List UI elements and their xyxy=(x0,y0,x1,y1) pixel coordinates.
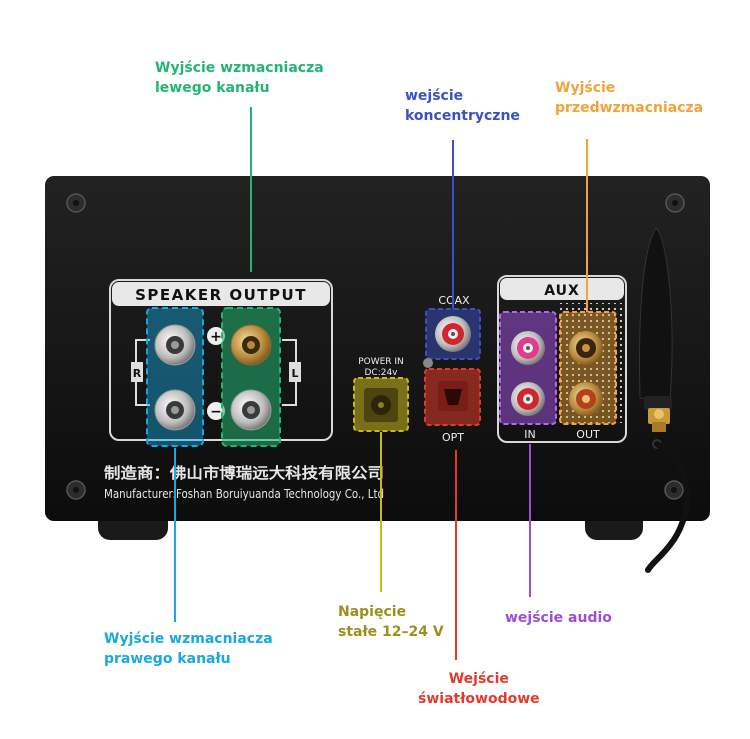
screw xyxy=(66,193,86,213)
plus-sign: + xyxy=(207,327,225,345)
left-channel-positive-terminal[interactable] xyxy=(230,324,272,366)
audio-input-left-jack[interactable] xyxy=(511,331,545,365)
right-channel-callout: Wyjście wzmacniacza prawego kanału xyxy=(104,629,273,669)
optical-input-port[interactable] xyxy=(438,381,468,411)
opt-label: OPT xyxy=(442,431,464,444)
screw xyxy=(66,480,86,500)
right-channel-callout-line1: Wyjście wzmacniacza xyxy=(104,631,273,647)
screw xyxy=(665,193,685,213)
preamp-output-callout-line2: przedwzmacniacza xyxy=(555,100,704,116)
preamp-output-callout-line1: Wyjście xyxy=(555,80,616,96)
coax-input-callout-line1: wejście xyxy=(405,88,464,104)
optical-input-callout-line1: Wejście xyxy=(448,671,509,687)
svg-text:R: R xyxy=(133,367,142,380)
dc-voltage-callout: Napięcie stałe 12–24 V xyxy=(338,602,444,642)
coax-label: COAX xyxy=(438,294,470,307)
speaker-output-panel xyxy=(109,279,333,441)
dc-voltage-callout-line2: stałe 12–24 V xyxy=(338,624,444,640)
screw xyxy=(664,480,684,500)
coax-input-callout-line2: koncentryczne xyxy=(405,108,520,124)
right-channel-positive-terminal[interactable] xyxy=(154,324,196,366)
left-channel-marker: L xyxy=(282,339,301,406)
power-in-label: POWER IN xyxy=(358,357,404,367)
aux-in-label: IN xyxy=(524,428,535,441)
coax-input-jack[interactable] xyxy=(435,316,471,352)
dc-voltage-callout-line1: Napięcie xyxy=(338,604,407,620)
aux-title: AUX xyxy=(544,283,580,299)
minus-sign: − xyxy=(207,402,225,420)
coax-input-callout: wejście koncentryczne xyxy=(405,86,520,126)
right-channel-negative-terminal[interactable] xyxy=(154,389,196,431)
manufacturer-chinese: 制造商：佛山市博瑞远大科技有限公司 xyxy=(104,464,384,482)
power-voltage-label: DC:24v xyxy=(364,368,398,378)
audio-input-callout: wejście audio xyxy=(505,608,612,628)
amplifier-chassis xyxy=(45,176,710,521)
bluetooth-antenna xyxy=(639,227,673,432)
svg-text:−: − xyxy=(210,404,222,420)
audio-input-callout-line1: wejście audio xyxy=(505,610,612,626)
left-channel-callout-line1: Wyjście wzmacniacza xyxy=(155,60,324,76)
aux-panel xyxy=(497,275,627,443)
preamp-output-callout: Wyjście przedwzmacniacza xyxy=(555,78,703,118)
optical-input-callout-line2: światłowodowe xyxy=(418,691,540,707)
right-channel-marker: R xyxy=(131,339,150,406)
svg-text:+: + xyxy=(210,329,222,345)
optical-input-callout: Wejście światłowodowe xyxy=(418,669,540,709)
aux-out-label: OUT xyxy=(576,428,600,441)
left-channel-callout: Wyjście wzmacniacza lewego kanału xyxy=(155,58,324,98)
dc-power-jack[interactable] xyxy=(364,388,398,422)
antenna-cable xyxy=(645,439,691,573)
preamp-output-left-jack[interactable] xyxy=(569,331,603,365)
left-channel-negative-terminal[interactable] xyxy=(230,389,272,431)
speaker-output-title: SPEAKER OUTPUT xyxy=(135,286,307,304)
svg-text:L: L xyxy=(291,367,298,380)
right-channel-callout-line2: prawego kanału xyxy=(104,651,231,667)
left-channel-callout-line2: lewego kanału xyxy=(155,80,270,96)
small-screw xyxy=(423,358,433,368)
audio-input-right-jack[interactable] xyxy=(511,382,545,416)
manufacturer-english: Manufacturer:Foshan Boruiyuanda Technolo… xyxy=(104,487,384,501)
speaker-output-title-bar xyxy=(112,282,330,306)
preamp-output-right-jack[interactable] xyxy=(569,382,603,416)
aux-title-bar xyxy=(500,278,624,300)
